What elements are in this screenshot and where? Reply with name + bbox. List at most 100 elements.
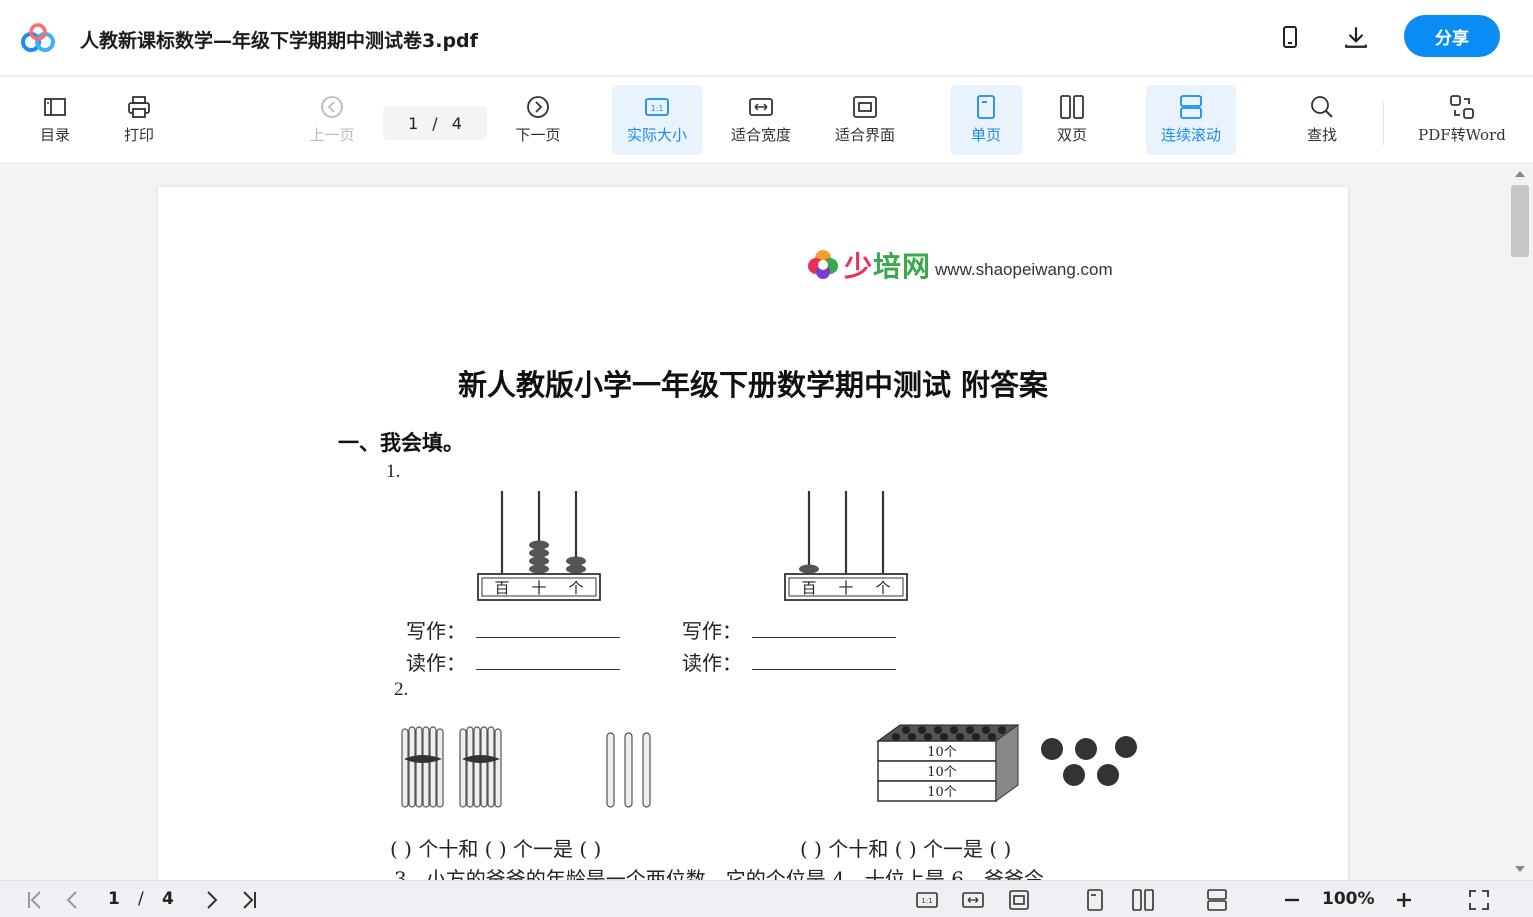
bottom-current-page[interactable]: 1 xyxy=(108,889,120,909)
toolbar-divider xyxy=(1383,101,1384,145)
svg-text:1:1: 1:1 xyxy=(651,104,664,113)
first-page-icon xyxy=(28,891,41,909)
search-icon xyxy=(1311,96,1333,118)
fullscreen-button[interactable] xyxy=(1466,887,1492,913)
zoom-in-button[interactable] xyxy=(1392,887,1416,913)
box-label-3: 10个 xyxy=(927,785,957,800)
chevron-left-circle-icon xyxy=(321,96,343,118)
viewer-toolbar: 目录 打印 上一页 1 / 4 下一页 1:1 实际大小 适合宽度 适合界面 单… xyxy=(0,77,1533,164)
page-number-input[interactable]: 1 / 4 xyxy=(383,106,487,140)
write-blank-2 xyxy=(752,622,896,638)
fit-screen-small-icon xyxy=(1009,890,1029,910)
fit-screen-small-button[interactable] xyxy=(1006,887,1032,913)
printer-icon xyxy=(128,96,150,118)
continuous-scroll-small-button[interactable] xyxy=(1204,887,1230,913)
share-button[interactable]: 分享 xyxy=(1404,15,1500,57)
double-page-small-icon xyxy=(1132,889,1154,911)
loose-balls-image xyxy=(1041,736,1137,786)
chevron-left-icon xyxy=(66,891,77,909)
bottom-page-separator: / xyxy=(138,889,144,909)
question-number-3: 3. xyxy=(394,867,414,880)
continuous-scroll-label: 连续滚动 xyxy=(1160,126,1221,144)
next-page-button[interactable]: 下一页 xyxy=(506,85,570,155)
double-page-button[interactable]: 双页 xyxy=(1036,85,1108,155)
single-page-label: 单页 xyxy=(970,126,1001,144)
zoom-out-button[interactable] xyxy=(1280,887,1304,913)
toc-button[interactable]: 目录 xyxy=(28,85,82,155)
section-title: 一、我会填。 xyxy=(338,430,464,455)
chevron-right-icon xyxy=(207,891,218,909)
abacus-label-hundreds: 百 xyxy=(494,579,509,597)
continuous-scroll-icon xyxy=(1180,95,1202,119)
write-label-2: 写作： xyxy=(682,619,742,643)
fit-width-button[interactable]: 适合宽度 xyxy=(718,85,804,155)
phone-icon[interactable] xyxy=(1275,22,1305,52)
box-label-2: 10个 xyxy=(927,765,957,780)
fit-width-label: 适合宽度 xyxy=(730,126,791,144)
last-page-icon xyxy=(243,891,256,909)
prev-page-button[interactable]: 上一页 xyxy=(300,85,364,155)
fit-screen-label: 适合界面 xyxy=(834,126,895,144)
actual-size-small-button[interactable]: 1:1 xyxy=(914,887,940,913)
actual-size-small-icon: 1:1 xyxy=(916,892,938,908)
fit-screen-icon xyxy=(853,96,877,118)
total-pages: 4 xyxy=(451,113,462,133)
actual-size-button[interactable]: 1:1 实际大小 xyxy=(612,85,702,155)
brand-url: www.shaopeiwang.com xyxy=(935,260,1113,279)
pdf-to-word-button[interactable]: PDF转Word xyxy=(1412,85,1512,155)
question-2-text-right: ( ) 个十和 ( ) 个一是 ( ) xyxy=(800,837,1012,861)
document-viewer[interactable]: 少培网 www.shaopeiwang.com 新人教版小学一年级下册数学期中测… xyxy=(0,165,1509,880)
next-page-small-button[interactable] xyxy=(198,887,224,913)
abacus2-label-hundreds: 百 xyxy=(801,579,816,597)
abacus2-label-ones: 个 xyxy=(875,579,890,597)
scroll-up-arrow-icon[interactable] xyxy=(1515,171,1525,177)
print-button[interactable]: 打印 xyxy=(112,85,166,155)
flower-logo-icon xyxy=(808,250,838,279)
toc-label: 目录 xyxy=(39,126,70,144)
convert-icon xyxy=(1450,95,1474,119)
prev-page-small-button[interactable] xyxy=(60,887,86,913)
abacus-label-ones: 个 xyxy=(568,579,583,597)
fullscreen-icon xyxy=(1469,890,1489,910)
zoom-level[interactable]: 100% xyxy=(1322,889,1375,909)
first-page-button[interactable] xyxy=(22,887,48,913)
plus-icon xyxy=(1397,893,1411,907)
find-label: 查找 xyxy=(1306,126,1337,144)
brand-name-b: 培网 xyxy=(873,250,932,283)
abacus2-label-tens: 十 xyxy=(838,579,853,597)
write-label-1: 写作： xyxy=(406,619,466,643)
single-page-small-button[interactable] xyxy=(1082,887,1108,913)
minus-icon xyxy=(1285,898,1299,902)
title-bar: 人教新课标数学—年级下学期期中测试卷3.pdf 分享 xyxy=(0,0,1533,76)
last-page-button[interactable] xyxy=(236,887,262,913)
scrollbar-thumb[interactable] xyxy=(1511,185,1529,257)
stick-bundles-image xyxy=(401,726,502,808)
fit-width-icon xyxy=(749,98,773,116)
continuous-scroll-button[interactable]: 连续滚动 xyxy=(1146,85,1236,155)
find-button[interactable]: 查找 xyxy=(1294,85,1350,155)
read-label-2: 读作： xyxy=(682,651,742,675)
single-page-small-icon xyxy=(1087,889,1103,911)
brand-name-a: 少 xyxy=(844,250,874,283)
bottom-total-pages: 4 xyxy=(162,889,174,909)
double-page-small-button[interactable] xyxy=(1130,887,1156,913)
chevron-right-circle-icon xyxy=(527,96,549,118)
fit-screen-button[interactable]: 适合界面 xyxy=(822,85,908,155)
document-heading: 新人教版小学一年级下册数学期中测试 附答案 xyxy=(457,368,1049,402)
document-title: 人教新课标数学—年级下学期期中测试卷3.pdf xyxy=(80,30,478,52)
single-sticks-image xyxy=(606,732,651,808)
pdf-to-word-label: PDF转Word xyxy=(1418,126,1506,144)
question-number-1: 1. xyxy=(386,461,401,482)
fit-width-small-icon xyxy=(962,892,984,908)
vertical-scrollbar[interactable] xyxy=(1509,165,1533,880)
scroll-down-arrow-icon[interactable] xyxy=(1515,866,1525,872)
write-line-1: 写作： xyxy=(406,615,620,644)
single-page-button[interactable]: 单页 xyxy=(950,85,1022,155)
read-line-2: 读作： xyxy=(682,647,896,676)
download-icon[interactable] xyxy=(1341,22,1371,52)
read-blank-2 xyxy=(752,654,896,670)
fit-width-small-button[interactable] xyxy=(960,887,986,913)
read-label-1: 读作： xyxy=(406,651,466,675)
toc-icon xyxy=(44,98,66,116)
actual-size-icon: 1:1 xyxy=(645,98,669,116)
